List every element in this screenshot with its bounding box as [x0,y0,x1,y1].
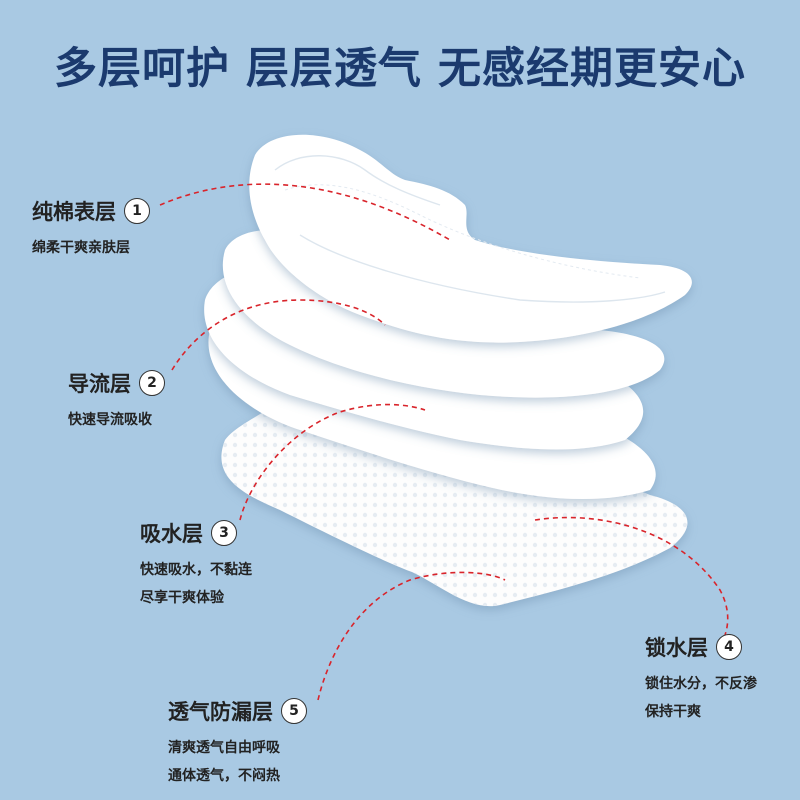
layer-5-number-badge: 5 [281,698,307,724]
layer-4-desc-line-1: 锁住水分，不反渗 [645,676,757,692]
leader-line-4 [534,516,729,636]
layer-4-number-badge: 4 [716,634,742,660]
layer-5-label: 透气防漏层 5 清爽透气自由呼吸 通体透气，不闷热 [168,696,307,788]
layer-3-label: 吸水层 3 快速吸水，不黏连 尽享干爽体验 [140,518,252,610]
layer-2-title: 导流层 [68,372,131,396]
layer-4-desc-line-2: 保持干爽 [645,704,701,720]
layer-5-desc-line-2: 通体透气，不闷热 [168,768,280,784]
leader-line-3 [239,403,426,521]
layer-4-label: 锁水层 4 锁住水分，不反渗 保持干爽 [645,632,757,724]
layer-2-number-badge: 2 [139,370,165,396]
page-headline: 多层呵护 层层透气 无感经期更安心 [54,44,746,94]
layer-3-desc-line-1: 快速吸水，不黏连 [140,562,252,578]
layer-3-title: 吸水层 [140,522,203,546]
layer-1-label: 纯棉表层 1 绵柔干爽亲肤层 [32,196,150,260]
layer-2-label: 导流层 2 快速导流吸收 [68,368,165,432]
layer-3-desc-line-2: 尽享干爽体验 [140,590,224,606]
layer-5-title: 透气防漏层 [168,700,273,724]
layer-2-desc-line-1: 快速导流吸收 [68,412,152,428]
leader-line-2 [171,299,386,371]
layer-1-topsheet-shape [249,134,692,343]
layer-3-number-badge: 3 [211,520,237,546]
layer-4-title: 锁水层 [645,636,708,660]
leader-line-1 [159,183,451,241]
layer-5-desc-line-1: 清爽透气自由呼吸 [168,740,280,756]
leader-line-5 [317,571,506,701]
layer-1-number-badge: 1 [124,198,150,224]
layer-1-title: 纯棉表层 [32,200,116,224]
layer-1-desc-line-1: 绵柔干爽亲肤层 [32,240,130,256]
